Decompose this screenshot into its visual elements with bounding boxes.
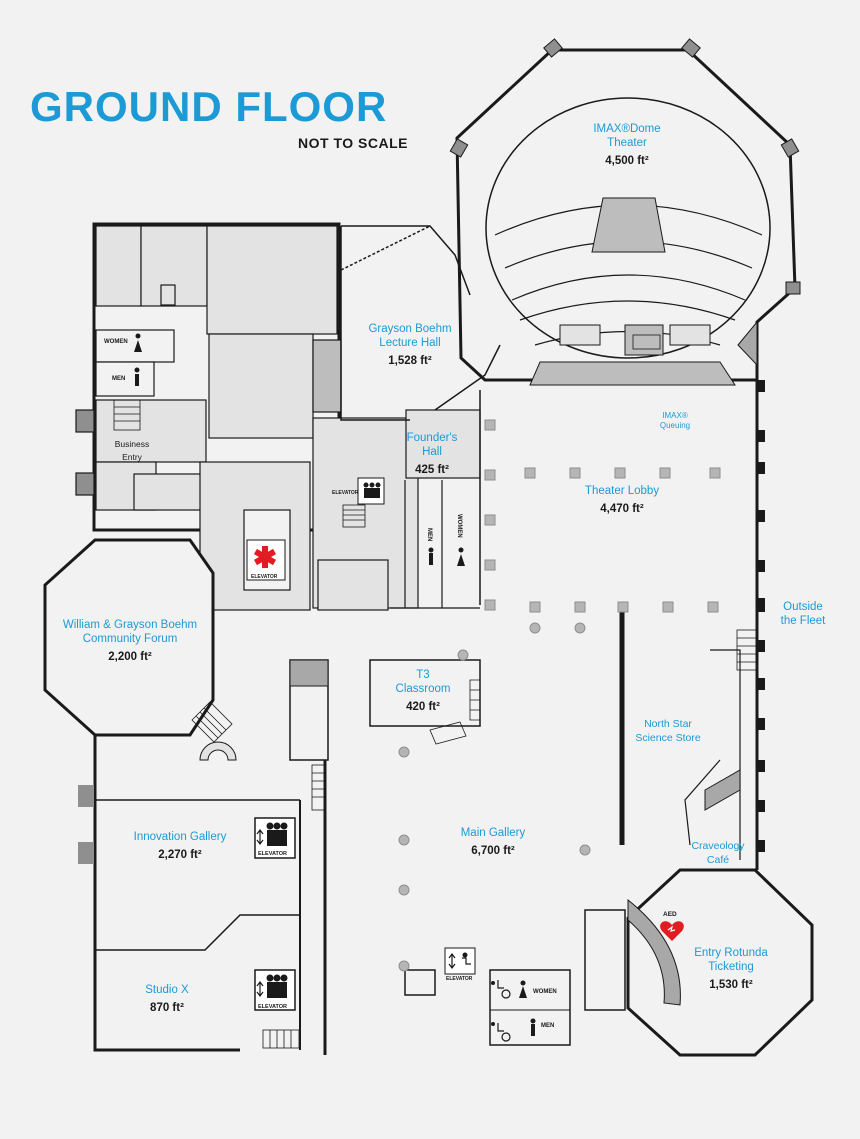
room-grayson-lecture-hall[interactable]: Grayson Boehm Lecture Hall 1,528 ft² [368,323,452,367]
men-label: MEN [426,528,432,542]
men-restroom-icon [134,367,140,386]
aed-label: AED [663,911,677,918]
ticketing-counter [627,898,681,1006]
room-imax-dome[interactable]: IMAX®Dome Theater 4,500 ft² [593,123,661,167]
women-restroom-icon [134,333,142,352]
elevator-label: ELEVATOR [332,490,359,496]
room-outside-the-fleet[interactable]: Outside the Fleet [780,601,826,627]
lecture-hall-walls [340,225,501,421]
exterior-doors [78,380,765,864]
room-community-forum[interactable]: William & Grayson Boehm Community Forum … [62,619,198,663]
elevator-label: ELEVATOR [251,574,278,580]
stairs-icon [113,334,758,1049]
women-label: WOMEN [533,989,557,995]
men-restroom-icon [428,547,536,1036]
men-label: MEN [541,1023,555,1029]
aed-heart-icon [660,921,684,941]
room-entry-rotunda[interactable]: Entry Rotunda Ticketing 1,530 ft² [694,947,768,991]
community-forum-walls [43,538,215,737]
elevator-label: ELEVATOR [258,851,288,857]
accessible-icon [497,980,511,1042]
main-building-walls [93,380,759,1055]
women-restroom-icon [457,547,527,998]
room-t3-classroom[interactable]: T3 Classroom 420 ft² [395,669,451,713]
elevator-label: ELEVATOR [258,1004,288,1010]
men-label: MEN [112,376,126,382]
scale-note: NOT TO SCALE [298,135,408,151]
medical-star-icon [246,539,286,581]
room-innovation-gallery[interactable]: Innovation Gallery 2,270 ft² [133,831,227,861]
forum-ramp [199,741,237,761]
left-wing [75,222,481,611]
room-theater-lobby[interactable]: Theater Lobby 4,470 ft² [584,485,660,515]
imax-dome-structure [449,38,801,386]
business-entry-label: Business Entry [114,439,150,462]
room-founders-hall[interactable]: Founder's Hall 425 ft² [406,432,458,476]
room-main-gallery[interactable]: Main Gallery 6,700 ft² [460,827,526,857]
elevator-icon [254,477,476,1011]
elevator-label: ELEVATOR [446,976,473,982]
page-title: GROUND FLOOR [30,83,388,130]
entry-rotunda-walls [626,868,814,1057]
women-label: WOMEN [456,514,462,538]
pillars [398,419,721,972]
room-studio-x[interactable]: Studio X 870 ft² [145,984,189,1014]
women-label: WOMEN [104,339,128,345]
room-craveology-cafe[interactable]: Craveology Café [691,840,745,866]
room-north-star-store[interactable]: North Star Science Store [635,718,701,744]
room-imax-queuing[interactable]: IMAX® Queuing [659,411,691,430]
